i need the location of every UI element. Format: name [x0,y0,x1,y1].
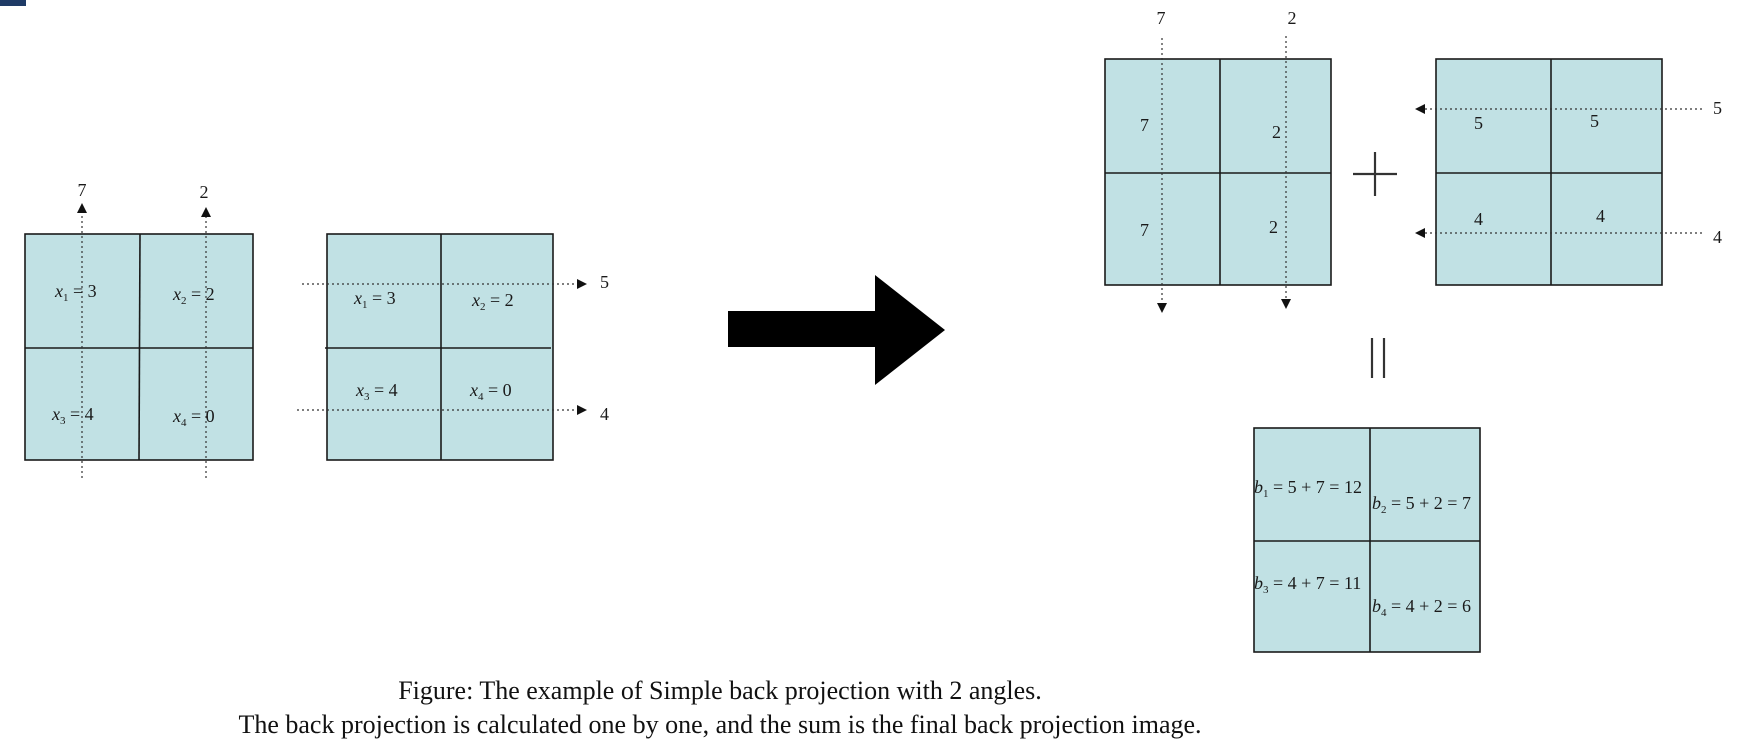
result-cell-b1: b1 = 5 + 7 = 12 [1254,477,1362,500]
input-grid-horizontal-projection: 5 4 x1 = 3 x2 = 2 x3 = 4 x4 = 0 [297,233,609,461]
plus-icon [1353,152,1397,196]
cell-x4: x4 = 0 [469,380,512,403]
projection-value-4: 4 [600,404,609,424]
result-cell-b4: b4 = 4 + 2 = 6 [1372,596,1471,619]
projection-value-7: 7 [1157,8,1166,28]
header-bar-fragment [0,0,26,6]
cell-value: 4 [1474,209,1483,229]
cell-value: 2 [1272,122,1281,142]
cell-value: 2 [1269,217,1278,237]
cell-x1: x1 = 3 [353,288,396,311]
cell-x3: x3 = 4 [355,380,398,403]
cell-x1: x1 = 3 [54,281,97,304]
cell-value: 7 [1140,220,1149,240]
cell-x2: x2 = 2 [471,290,514,313]
grid-background [1253,427,1481,653]
result-grid: b1 = 5 + 7 = 12 b2 = 5 + 2 = 7 b3 = 4 + … [1253,427,1481,653]
result-cell-b3: b3 = 4 + 7 = 11 [1254,573,1361,596]
figure-caption-line-2: The back projection is calculated one by… [238,710,1202,739]
cell-value: 5 [1474,113,1483,133]
cell-x2: x2 = 2 [172,284,215,307]
grid-background [1435,58,1663,286]
big-arrow-right-icon [728,275,945,385]
input-grid-vertical-projection: 7 2 x1 = 3 x2 = 2 x3 = 4 x4 = 0 [24,180,254,478]
projection-value-5: 5 [600,272,609,292]
cell-value: 7 [1140,115,1149,135]
grid-background [326,233,554,461]
cell-x3: x3 = 4 [51,404,94,427]
cell-x4: x4 = 0 [172,406,215,429]
figure-caption-line-1: Figure: The example of Simple back proje… [398,676,1042,705]
cell-value: 4 [1596,206,1605,226]
result-cell-b2: b2 = 5 + 2 = 7 [1372,493,1471,516]
projection-value-2: 2 [1288,8,1297,28]
equals-icon [1370,338,1386,378]
projection-value-2: 2 [200,182,209,202]
projection-value-4: 4 [1713,227,1722,247]
backprojection-grid-vertical: 7 2 7 2 7 2 [1104,8,1332,313]
projection-value-7: 7 [78,180,87,200]
backprojection-grid-horizontal: 5 4 5 5 4 4 [1415,58,1722,286]
grid-background [1104,58,1332,286]
projection-value-5: 5 [1713,98,1722,118]
cell-value: 5 [1590,111,1599,131]
